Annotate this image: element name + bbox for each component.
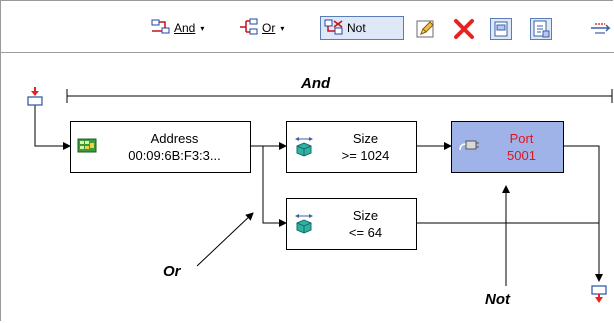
size-max-filter-node[interactable]: Size <= 64	[286, 198, 417, 250]
address-node-value: 00:09:6B:F3:3...	[128, 148, 221, 163]
start-icon	[25, 87, 45, 111]
copy-icon	[491, 21, 511, 43]
and-button-label: And	[174, 21, 196, 35]
size-min-node-value: >= 1024	[341, 148, 390, 163]
delete-button[interactable]	[453, 18, 475, 40]
chevron-down-icon[interactable]: ▾	[280, 23, 285, 33]
not-caption: Not	[485, 291, 510, 308]
mac-address-icon	[77, 136, 99, 159]
port-node-title: Port	[509, 131, 534, 146]
size-max-node-title: Size	[352, 208, 379, 223]
not-button[interactable]: Not	[320, 16, 404, 40]
port-filter-node[interactable]: Port 5001	[451, 121, 564, 173]
delete-icon	[453, 19, 475, 44]
or-caption: Or	[163, 263, 181, 280]
edit-pencil-icon	[415, 20, 437, 44]
port-icon	[458, 136, 480, 159]
size-icon	[293, 212, 315, 237]
port-node-value: 5001	[507, 148, 536, 163]
paste-button[interactable]	[530, 18, 552, 40]
more-button[interactable]	[589, 18, 613, 40]
or-button-label: Or	[262, 21, 276, 35]
edit-button[interactable]	[415, 18, 437, 40]
or-button[interactable]: Or ▾	[238, 16, 285, 40]
size-icon	[293, 135, 315, 160]
address-filter-node[interactable]: Address 00:09:6B:F3:3...	[70, 121, 251, 173]
end-terminal[interactable]	[589, 285, 609, 310]
toolbar: And ▾ Or ▾ No	[1, 1, 614, 53]
and-icon	[151, 18, 171, 39]
size-min-filter-node[interactable]: Size >= 1024	[286, 121, 417, 173]
or-icon	[239, 18, 259, 39]
end-icon	[589, 285, 609, 309]
and-caption: And	[301, 75, 331, 92]
filter-diagram-canvas[interactable]: And	[1, 53, 614, 323]
address-node-title: Address	[150, 131, 199, 146]
not-button-label: Not	[347, 21, 366, 35]
chevron-down-icon[interactable]: ▾	[200, 23, 205, 33]
start-terminal[interactable]	[25, 87, 45, 112]
copy-button[interactable]	[490, 18, 512, 40]
not-icon	[324, 18, 344, 39]
size-min-node-title: Size	[352, 131, 379, 146]
size-max-node-value: <= 64	[348, 225, 383, 240]
more-icon	[589, 23, 613, 44]
and-button[interactable]: And ▾	[150, 16, 205, 40]
connector-lines	[34, 89, 613, 286]
paste-icon	[531, 20, 551, 43]
